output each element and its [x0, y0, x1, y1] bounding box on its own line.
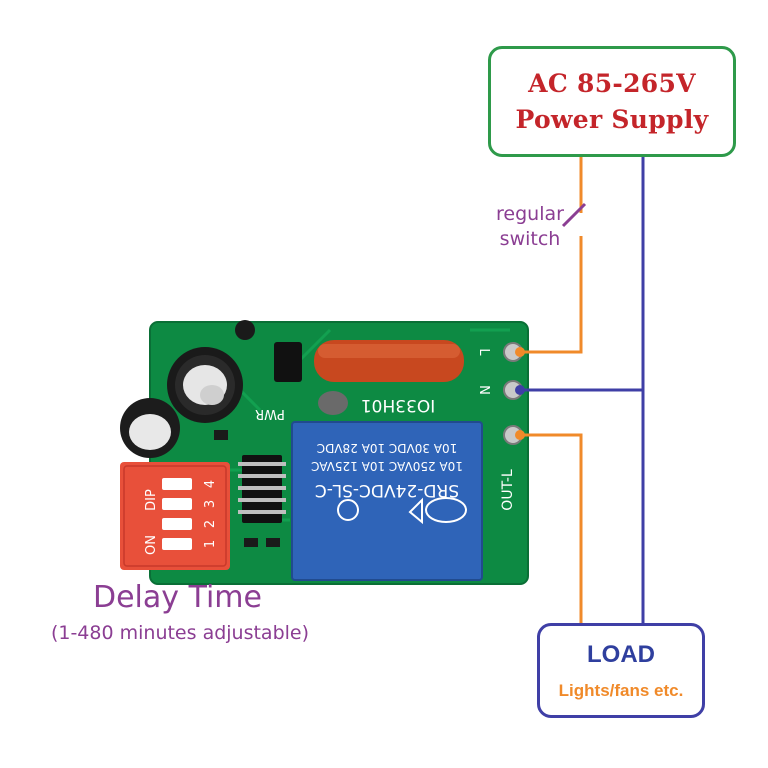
capacitor-large	[167, 347, 243, 423]
terminal-out: OUT-L	[500, 425, 523, 511]
delay-time-range: (1-480 minutes adjustable)	[50, 622, 310, 644]
wire-junction-l	[515, 347, 525, 357]
switch-label-line2: switch	[499, 228, 561, 250]
relay: SRD-24VDC-SL-C 10A 250VAC 10A 125VAC 10A…	[291, 421, 483, 581]
transistor	[274, 342, 302, 382]
terminal-out-label: OUT-L	[500, 469, 516, 511]
relay-model: SRD-24VDC-SL-C	[315, 480, 459, 500]
load-title: LOAD	[587, 640, 655, 668]
pcb-code: IO33H01	[361, 395, 435, 415]
terminal-n-label: N	[476, 385, 491, 395]
dip-number-1: 1	[203, 540, 218, 548]
dip-on-label: ON	[144, 535, 159, 555]
load-subtitle: Lights/fans etc.	[558, 680, 684, 700]
relay-rating-1: 10A 250VAC 10A 125VAC	[311, 459, 463, 473]
switch-label-line1: regular	[496, 203, 564, 225]
film-capacitor	[314, 340, 464, 382]
dip-switch[interactable]: DIP ON 4 3 2 1	[120, 462, 230, 570]
dip-switch-toggles[interactable]	[162, 478, 192, 550]
power-supply-title: Power Supply	[515, 104, 709, 134]
capacitor-small	[120, 398, 180, 458]
pwr-label: PWR	[255, 406, 285, 421]
wire-line-orange	[520, 157, 587, 623]
dip-number-2: 2	[203, 520, 218, 528]
power-supply-voltage: AC 85-265V	[528, 68, 696, 98]
load-box: LOAD Lights/fans etc.	[537, 623, 705, 718]
dip-number-3: 3	[203, 500, 218, 508]
dip-number-4: 4	[203, 480, 218, 488]
terminal-l-label: L	[476, 348, 491, 356]
varistor	[318, 391, 348, 415]
wire-junction-n	[515, 385, 525, 395]
pcb-board: IO33H01 PWR SRD-24VDC-SL-C 10A 250VAC 10…	[120, 320, 529, 585]
dip-label: DIP	[144, 489, 159, 511]
power-supply-box: AC 85-265V Power Supply	[488, 46, 736, 157]
wire-neutral-blue	[520, 157, 645, 623]
delay-time-title: Delay Time	[93, 580, 262, 615]
wire-junction-out	[515, 430, 525, 440]
relay-rating-2: 10A 30VDC 10A 28VDC	[317, 441, 458, 455]
